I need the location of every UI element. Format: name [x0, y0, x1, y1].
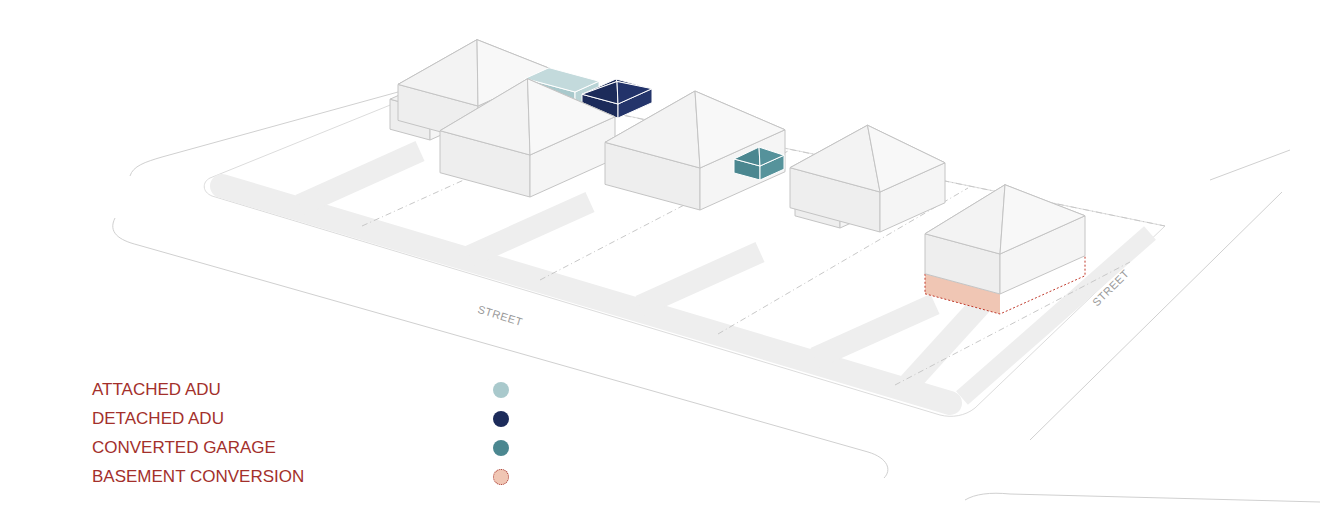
legend-row: ATTACHED ADU	[92, 379, 221, 401]
ground	[113, 80, 1320, 502]
house-face	[528, 79, 616, 155]
house-face	[1000, 185, 1085, 254]
house-face	[440, 79, 530, 155]
driveway	[905, 300, 985, 388]
house	[605, 91, 785, 210]
converted-garage-face	[759, 147, 784, 166]
legend-row: DETACHED ADU	[92, 408, 224, 430]
house-face	[605, 91, 700, 168]
legend-text: BASEMENT CONVERSION	[92, 467, 304, 486]
converted-garage	[734, 147, 784, 180]
driveway	[815, 304, 935, 358]
legend-text: ATTACHED ADU	[92, 380, 221, 399]
house-face	[925, 185, 1005, 254]
block-outline	[204, 80, 1165, 416]
legend-swatch	[493, 440, 509, 456]
legend-swatch	[493, 411, 509, 427]
curb-line	[1210, 150, 1290, 180]
house-face	[790, 125, 880, 192]
legend-row: BASEMENT CONVERSION	[92, 466, 304, 488]
converted-garage-face	[734, 147, 760, 166]
street-label: STREET	[476, 303, 524, 328]
legend-row: CONVERTED GARAGE	[92, 437, 276, 459]
curb-line	[965, 493, 1320, 502]
legend-swatch	[493, 382, 509, 398]
driveway	[640, 252, 760, 306]
legend-text: CONVERTED GARAGE	[92, 438, 276, 457]
house-face	[398, 40, 478, 106]
detached-adu-face	[582, 81, 618, 104]
legend-swatch	[493, 469, 509, 485]
house-face	[868, 125, 946, 192]
house	[790, 125, 945, 232]
house	[440, 79, 615, 197]
house	[925, 185, 1085, 294]
driveway	[300, 151, 420, 205]
house-face	[695, 91, 785, 168]
legend-text: DETACHED ADU	[92, 409, 224, 428]
street-name: STREET	[476, 303, 524, 328]
detached-adu-face	[617, 81, 652, 104]
driveway	[470, 202, 590, 256]
